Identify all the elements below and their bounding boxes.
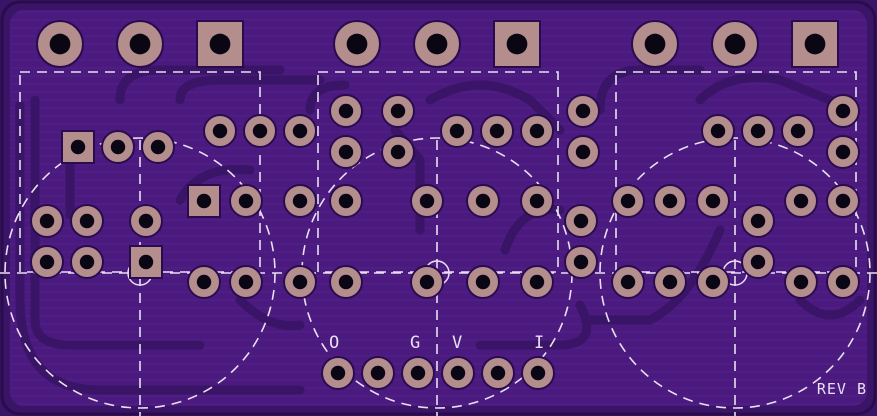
pad-32 — [520, 184, 554, 218]
pad-2 — [141, 130, 175, 164]
pad-31 — [466, 184, 500, 218]
pad-17 — [781, 114, 815, 148]
pad-47 — [466, 265, 500, 299]
pad-14 — [566, 135, 600, 169]
pad-7 — [381, 94, 415, 128]
pad-5 — [283, 114, 317, 148]
pad-3 — [203, 114, 237, 148]
label-g: G — [410, 333, 422, 353]
pad-45 — [329, 265, 363, 299]
pad-44 — [283, 265, 317, 299]
pad-25 — [129, 245, 163, 279]
pads — [30, 20, 860, 390]
pad-40 — [784, 184, 818, 218]
pad-30 — [410, 184, 444, 218]
pad-56 — [401, 356, 435, 390]
pad-37 — [696, 184, 730, 218]
pot-pad-5 — [493, 20, 541, 68]
pad-39 — [741, 245, 775, 279]
pot-pad-6 — [631, 20, 679, 68]
pad-4 — [243, 114, 277, 148]
pot-pad-3 — [333, 20, 381, 68]
pad-48 — [520, 265, 554, 299]
pot-pad-2 — [196, 20, 244, 68]
pad-28 — [283, 184, 317, 218]
pad-13 — [566, 94, 600, 128]
pad-24 — [129, 204, 163, 238]
pot-pad-7 — [711, 20, 759, 68]
label-v: V — [452, 333, 464, 353]
pad-22 — [30, 245, 64, 279]
pad-41 — [826, 184, 860, 218]
pad-38 — [741, 204, 775, 238]
pad-29 — [329, 184, 363, 218]
pad-16 — [741, 114, 775, 148]
pad-49 — [611, 265, 645, 299]
pad-18 — [826, 94, 860, 128]
pad-55 — [361, 356, 395, 390]
pad-36 — [653, 184, 687, 218]
label-i: I — [534, 333, 546, 353]
pad-9 — [381, 135, 415, 169]
pad-50 — [653, 265, 687, 299]
pad-54 — [321, 356, 355, 390]
pad-0 — [61, 130, 95, 164]
revision-label: REV B — [816, 380, 867, 398]
pad-59 — [521, 356, 555, 390]
pot-pad-1 — [116, 20, 164, 68]
pad-19 — [826, 135, 860, 169]
pad-57 — [441, 356, 475, 390]
pad-23 — [70, 245, 104, 279]
pad-11 — [480, 114, 514, 148]
pad-53 — [826, 265, 860, 299]
pad-27 — [229, 184, 263, 218]
pad-33 — [564, 204, 598, 238]
pad-42 — [187, 265, 221, 299]
pad-43 — [229, 265, 263, 299]
pot-pad-0 — [36, 20, 84, 68]
pad-6 — [329, 94, 363, 128]
pad-10 — [440, 114, 474, 148]
pot-pad-8 — [791, 20, 839, 68]
pot-pad-4 — [413, 20, 461, 68]
pad-34 — [564, 245, 598, 279]
pad-12 — [520, 114, 554, 148]
pad-58 — [481, 356, 515, 390]
pad-1 — [101, 130, 135, 164]
pad-26 — [187, 184, 221, 218]
pad-20 — [30, 204, 64, 238]
pad-52 — [784, 265, 818, 299]
pad-46 — [410, 265, 444, 299]
label-o: O — [329, 333, 341, 353]
pad-51 — [696, 265, 730, 299]
pad-35 — [611, 184, 645, 218]
pad-15 — [701, 114, 735, 148]
pad-21 — [70, 204, 104, 238]
pad-8 — [329, 135, 363, 169]
